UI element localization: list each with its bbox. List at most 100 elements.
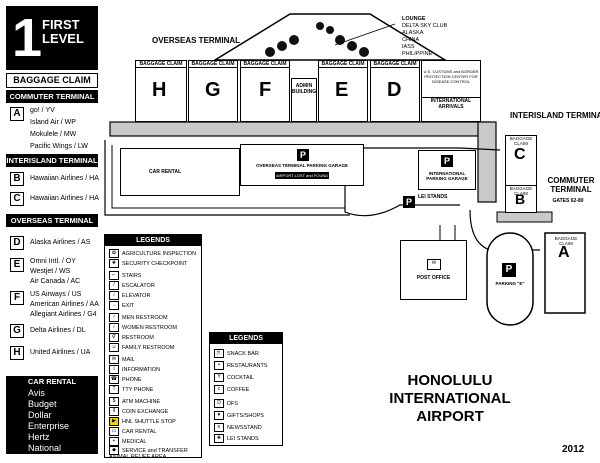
- level-badge: 1 FIRST LEVEL: [6, 6, 98, 70]
- airline-item: Delta Airlines / DL: [30, 327, 86, 334]
- baggage-claim-label: BAGGAGE CLAIM: [509, 136, 533, 146]
- agriculture-icon: ✿: [109, 249, 119, 258]
- legend-services: LEGENDS ✿AGRICULTURE INSPECTION ✚SECURIT…: [104, 234, 202, 460]
- gate-h-badge: H: [10, 346, 24, 360]
- concourse-letter-h: H: [152, 79, 167, 101]
- interisland-c: BAGGAGE CLAIM C: [505, 135, 537, 187]
- airline-item: Hawaiian Airlines / HA: [30, 195, 99, 202]
- legend-row: ☎PHONE: [109, 375, 142, 384]
- legend-row: ♂MEN RESTROOM: [109, 313, 168, 322]
- main-corridor: [109, 121, 491, 137]
- baggage-claim-header: BAGGAGE CLAIM: [6, 73, 98, 88]
- dfs-icon: D: [214, 399, 224, 408]
- concourse-g: BAGGAGE CLAIM G: [188, 60, 238, 122]
- gifts-icon: ♥: [214, 411, 224, 420]
- car-rental-icon: ▭: [109, 427, 119, 436]
- concourse-letter-e: E: [335, 79, 349, 101]
- snack-bar-icon: ☕: [214, 349, 224, 358]
- car-rental-item: Enterprise: [28, 421, 70, 431]
- legend-row: ▭CAR RENTAL: [109, 427, 156, 436]
- legend-row: ♀WOMEN RESTROOM: [109, 323, 177, 332]
- interisland-terminal-label: INTERISLAND TERMINAL: [510, 111, 600, 120]
- restaurant-icon: ⑂: [214, 361, 224, 370]
- concourse-letter-c: C: [514, 146, 526, 163]
- customs-label: U.S. CUSTOMS and BORDER PROTECTION CENTE…: [423, 69, 479, 84]
- car-rental-item: Hertz: [28, 432, 50, 442]
- legend-row: ⌐STAIRS: [109, 271, 141, 280]
- concourse-letter-b: B: [515, 191, 526, 207]
- legend-row: ◆SERVICE and TRANSFER ANIMAL RELIEF AREA: [109, 446, 188, 460]
- level-line1: FIRST: [42, 17, 80, 32]
- lounge-item: ALASKA: [402, 30, 424, 36]
- overseas-parking-garage: P OVERSEAS TERMINAL PARKING GARAGE AIRPO…: [240, 144, 364, 186]
- legend-row: /ESCALATOR: [109, 281, 155, 290]
- airline-item: American Airlines / AA: [30, 301, 99, 308]
- parking-icon: P: [441, 155, 453, 167]
- phone-icon: ☎: [109, 375, 119, 384]
- legend-row: ⑂RESTAURANTS: [214, 361, 268, 370]
- map-year: 2012: [562, 444, 585, 455]
- car-rental-label: CAR RENTAL: [149, 169, 182, 175]
- level-number: 1: [12, 8, 43, 68]
- legend-row: ⚥RESTROOM: [109, 333, 154, 342]
- elevator-icon: ↕: [109, 291, 119, 300]
- airline-item: Pacific Wings / LW: [30, 143, 88, 150]
- lounge-pointer: [334, 23, 396, 46]
- airline-item: Air Canada / AC: [30, 278, 81, 285]
- women-restroom-icon: ♀: [109, 323, 119, 332]
- lounge-item: IASS: [402, 44, 415, 50]
- road-curve: [344, 150, 460, 217]
- legend-row: ↕ELEVATOR: [109, 291, 150, 300]
- legend-header: LEGENDS: [210, 333, 282, 344]
- gate-b-badge: B: [10, 172, 24, 186]
- information-icon: i: [109, 365, 119, 374]
- legend-row: ✚SECURITY CHECKPOINT: [109, 259, 187, 268]
- car-rental-panel: CAR RENTAL Avis Budget Dollar Enterprise…: [6, 376, 98, 454]
- lounge-list: LOUNGE DELTA SKY CLUB ALASKA CHINA IASS …: [402, 16, 447, 58]
- legend-row: ✉MAIL: [109, 355, 135, 364]
- legend-row: ▶HNL SHUTTLE STOP: [109, 417, 176, 426]
- lounge-title: LOUNGE: [402, 16, 426, 22]
- commuter-terminal-label: COMMUTER TERMINAL: [547, 176, 595, 194]
- gate-f-badge: F: [10, 291, 24, 305]
- baggage-claim-label: BAGGAGE CLAIM: [319, 61, 367, 68]
- gate-g-badge: G: [10, 324, 24, 338]
- car-rental-building: CAR RENTAL: [120, 148, 240, 196]
- international-parking-garage: P INTERNATIONAL PARKING GARAGE: [418, 150, 476, 190]
- road-inner: [111, 145, 345, 209]
- legend-row: ☺FAMILY RESTROOM: [109, 343, 174, 352]
- airline-item: Allegiant Airlines / G4: [30, 311, 97, 318]
- legend-row: $ATM MACHINE: [109, 397, 160, 406]
- concourse-f: BAGGAGE CLAIM F: [240, 60, 290, 122]
- gate-d-badge: D: [10, 236, 24, 250]
- interisland-walkway: [496, 211, 553, 223]
- airline-item: Omni Intl. / OY: [30, 258, 76, 265]
- airline-item: Island Air / WP: [30, 119, 76, 126]
- car-rental-item: Budget: [28, 399, 57, 409]
- admin-building-label: ADMIN BUILDING: [292, 83, 317, 95]
- legend-header: LEGENDS: [105, 235, 201, 246]
- legend-row: ¢COIN EXCHANGE: [109, 407, 168, 416]
- overseas-terminal-header: OVERSEAS TERMINAL: [6, 214, 98, 227]
- intl-parking-label: INTERNATIONAL PARKING GARAGE: [426, 171, 468, 181]
- tty-phone-icon: T: [109, 385, 119, 394]
- mail-icon: ✉: [109, 355, 119, 364]
- legend-row: +MEDICAL: [109, 437, 146, 446]
- lost-found-label: AIRPORT LOST and FOUND: [275, 172, 329, 179]
- legend-row: ✿AGRICULTURE INSPECTION: [109, 249, 196, 258]
- airline-item: Westjet / WS: [30, 268, 71, 275]
- lei-stands-label: LEI STANDS: [418, 194, 448, 200]
- car-rental-header: CAR RENTAL: [27, 377, 77, 386]
- lounge-item: PHILIPPINE: [402, 51, 433, 57]
- car-rental-item: Avis: [28, 388, 45, 398]
- escalator-icon: /: [109, 281, 119, 290]
- car-rental-item: Dollar: [28, 410, 52, 420]
- gate-a-badge: A: [10, 107, 24, 121]
- international-arrivals-label: INTERNATIONAL ARRIVALS: [422, 97, 480, 110]
- terminal-directory-sidebar: 1 FIRST LEVEL BAGGAGE CLAIM COMMUTER TER…: [6, 6, 99, 454]
- admin-building: ADMIN BUILDING: [291, 78, 317, 122]
